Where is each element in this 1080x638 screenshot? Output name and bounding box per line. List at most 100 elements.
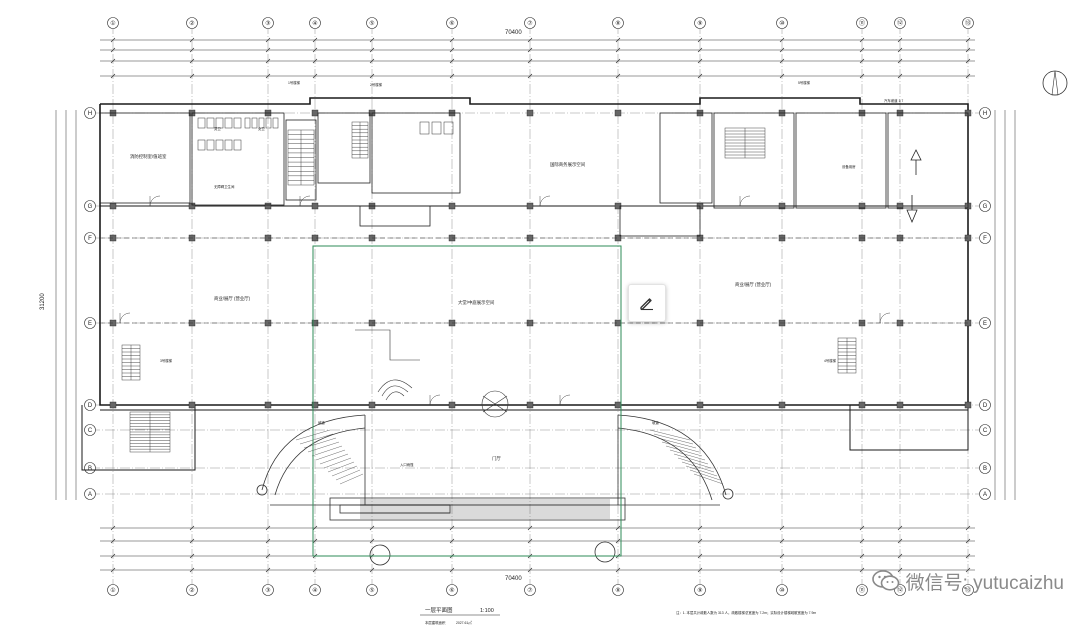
axis-bubble-top-label: ⑦	[527, 20, 532, 27]
watermark: 微信号: yutucaizhu	[871, 566, 1064, 596]
axis-bubble-top	[446, 17, 458, 29]
axis-bubble-bottom-label: ⑦	[527, 587, 532, 594]
column	[526, 202, 534, 210]
overall-width-bottom: 70400	[505, 576, 522, 582]
ramp-hatch	[665, 445, 703, 457]
axis-bubble-left-label: G	[88, 204, 93, 210]
axis-bubble-left	[84, 462, 96, 474]
axis-bubble-bottom	[524, 584, 536, 596]
column	[526, 109, 534, 117]
axis-bubble-left	[84, 232, 96, 244]
ramp-hatch	[315, 449, 346, 461]
axis-bubble-left	[84, 107, 96, 119]
column	[858, 202, 866, 210]
toilet-stall	[258, 117, 265, 129]
column	[778, 202, 786, 210]
label-toilet-f: 女卫	[258, 126, 265, 131]
label-toilet-m: 男卫	[214, 126, 221, 131]
ramp-hatch	[661, 441, 700, 453]
column	[696, 401, 704, 409]
column	[896, 202, 904, 210]
label-accessible: 无障碍卫生间	[214, 184, 235, 189]
axis-bubble-bottom-label: ⑤	[369, 587, 374, 594]
label-hall-top-mid: 国际商务展示空间	[550, 161, 585, 168]
axis-bubble-top-label: ⑨	[697, 20, 702, 27]
axis-bubble-left-label: H	[88, 111, 92, 117]
axis-bubble-left-label: D	[88, 403, 93, 409]
dimension-tick	[265, 47, 271, 53]
toilet-stall	[215, 117, 224, 129]
edit-button[interactable]	[628, 284, 666, 322]
ramp-hatch	[335, 469, 361, 481]
wechat-icon	[871, 570, 899, 591]
dimension-tick	[779, 47, 785, 53]
ramp-hatching	[295, 429, 724, 519]
ramp-hatch	[653, 433, 694, 445]
sanitary-fixture	[419, 121, 430, 135]
ramp-hatch	[669, 449, 706, 461]
axis-bubble-bottom	[962, 584, 974, 596]
column	[264, 401, 272, 409]
column	[109, 401, 117, 409]
column	[311, 109, 319, 117]
column	[526, 401, 534, 409]
axis-bubble-top-label: ②	[189, 20, 194, 27]
ramp-hatch	[331, 465, 358, 477]
selection-frame	[312, 245, 622, 557]
label-stair-2: 2号楼梯	[370, 82, 383, 87]
dimension-tick	[527, 47, 533, 53]
atrium-features	[355, 329, 509, 418]
toilet-stall	[206, 139, 215, 151]
drawing-title: 一层平面图	[425, 606, 453, 614]
area-value: 2027.61㎡	[456, 620, 472, 625]
axis-bubble-right	[979, 200, 991, 212]
toilet-stall	[206, 117, 215, 129]
column	[614, 109, 622, 117]
stair-hatching	[121, 121, 857, 453]
side-dimension-chains	[55, 110, 1016, 500]
label-stair-5: 5号楼梯	[798, 80, 811, 85]
axis-bubble-top-label: ③	[265, 20, 270, 27]
axis-bubble-left	[84, 488, 96, 500]
column	[109, 202, 117, 210]
toilet-stall	[233, 139, 242, 151]
toilet-stall	[197, 117, 206, 129]
axis-bubble-right-label: B	[983, 466, 987, 472]
watermark-text: 微信号: yutucaizhu	[905, 572, 1064, 594]
ramp-hatch	[693, 473, 724, 485]
axis-bubble-bottom	[366, 584, 378, 596]
label-equipment: 设备用房	[842, 164, 856, 169]
axis-bubble-bottom	[776, 584, 788, 596]
axis-bubble-top	[776, 17, 788, 29]
ramp-hatch	[311, 445, 343, 457]
axis-bubble-right-label: C	[983, 428, 988, 434]
column	[368, 401, 376, 409]
label-parking-ramp: 汽车坡道 1:7	[884, 98, 903, 103]
north-arrow	[1042, 70, 1068, 96]
axis-bubble-right	[979, 399, 991, 411]
label-stair-4: 4号楼梯	[824, 358, 837, 363]
entrance-canopy	[256, 414, 734, 566]
dimension-tick	[110, 47, 116, 53]
axis-bubble-top	[694, 17, 706, 29]
top-dimension-chains	[100, 39, 975, 77]
axis-bubble-left	[84, 399, 96, 411]
axis-bubble-top-label: ⑧	[615, 20, 620, 27]
axis-bubble-right	[979, 317, 991, 329]
dimension-tick	[615, 47, 621, 53]
axis-bubble-bottom	[694, 584, 706, 596]
dimension-tick	[369, 47, 375, 53]
label-hall-right: 商业/展厅 (营业厅)	[735, 281, 772, 288]
axis-bubble-top-label: ⑥	[449, 20, 454, 27]
axis-bubble-bottom-label: ⑩	[779, 587, 784, 594]
sanitary-fixture	[443, 121, 454, 135]
axis-bubble-right	[979, 488, 991, 500]
dimension-tick	[897, 47, 903, 53]
pencil-icon	[640, 298, 653, 311]
axis-bubble-right-label: A	[983, 492, 987, 498]
